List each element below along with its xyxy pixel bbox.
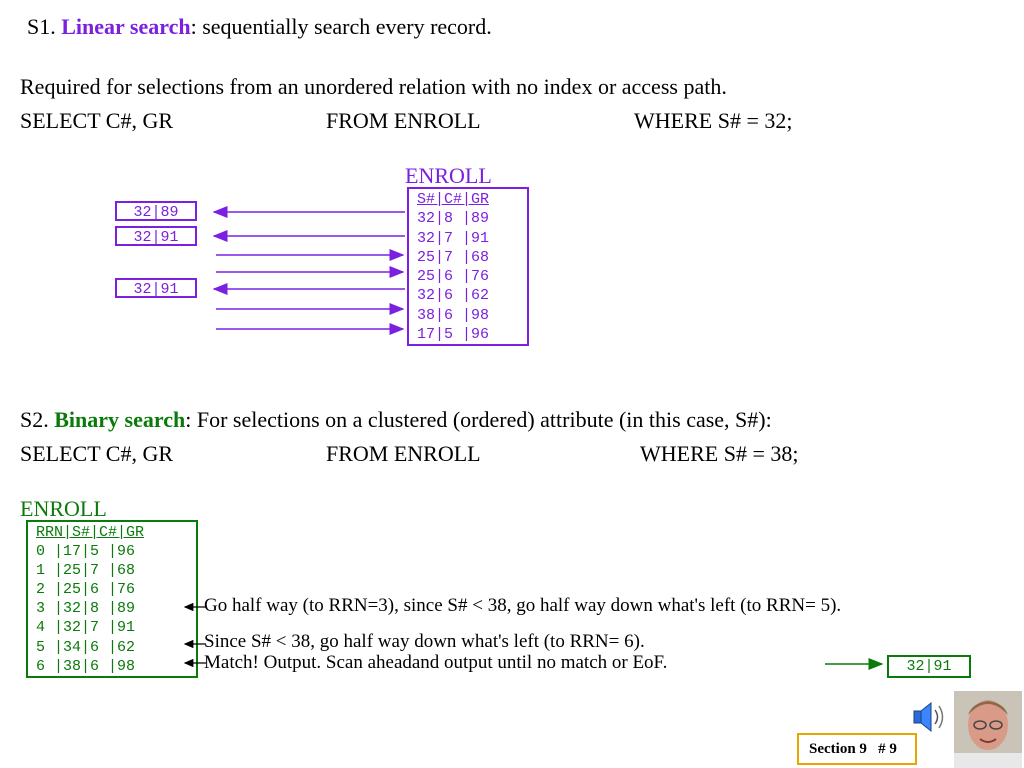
section-footer: Section 9 # 9 [797,733,917,765]
s1-rest: : sequentially search every record. [190,14,492,39]
s2-table-row: 0 |17|5 |96 [36,543,136,561]
s1-query-select: SELECT C#, GR [20,108,174,133]
s2-table-row: 1 |25|7 |68 [36,562,136,580]
s1-result-box: 32|91 [115,226,197,246]
s2-result-box: 32|91 [887,655,971,678]
s2-table-row: 6 |38|6 |98 [36,657,136,675]
s2-query-where: WHERE S# = 38; [640,441,799,466]
s1-query-from: FROM ENROLL [326,108,481,133]
s2-heading: S2. Binary search: For selections on a c… [20,407,772,433]
s2-table-row: 3 |32|8 |89 [36,600,136,618]
speaker-icon[interactable] [912,700,948,739]
s2-prefix: S2. [20,407,55,432]
s1-result-box: 32|89 [115,201,197,221]
s1-table-row: 32|8 |89 [417,210,490,228]
s1-result-box: 32|91 [115,278,197,298]
s2-note-step2: Since S# < 38, go half way down what's l… [204,631,645,652]
s2-table-row: 2 |25|6 |76 [36,581,136,599]
s2-note-step3: Match! Output. Scan aheadand output unti… [204,652,668,673]
s2-table-header: RRN|S#|C#|GR [36,524,145,541]
presenter-photo [954,691,1022,768]
s1-table-row: 32|7 |91 [417,229,490,247]
s2-note-step1: Go half way (to RRN=3), since S# < 38, g… [204,595,842,616]
s2-term: Binary search [54,407,186,432]
s2-rest: : For selections on a clustered (ordered… [185,407,772,432]
s1-enroll-table: S#|C#|GR 32|8 |89 32|7 |91 25|7 |68 25|6… [407,187,529,347]
section-label: Section 9 [809,741,867,757]
s1-heading: S1. Linear search: sequentially search e… [27,14,492,40]
s2-relation-name: ENROLL [20,496,107,521]
s2-table-row: 5 |34|6 |62 [36,638,136,656]
s1-relation-name: ENROLL [405,163,492,188]
s2-query-from: FROM ENROLL [326,441,481,466]
s1-table-row: 25|7 |68 [417,248,490,266]
s1-table-header: S#|C#|GR [417,191,490,208]
s1-table-row: 25|6 |76 [417,268,490,286]
s1-query-where: WHERE S# = 32; [634,108,793,133]
s1-requirement: Required for selections from an unordere… [20,74,727,99]
s2-table-row: 4 |32|7 |91 [36,619,136,637]
slide-number: # 9 [878,741,897,757]
s1-term: Linear search [61,14,191,39]
s2-enroll-table: RRN|S#|C#|GR 0 |17|5 |96 1 |25|7 |68 2 |… [26,520,198,678]
s1-prefix: S1. [27,14,62,39]
s1-table-row: 32|6 |62 [417,287,490,305]
s1-table-row: 17|5 |96 [417,326,490,344]
s1-table-row: 38|6 |98 [417,306,490,324]
s2-query-select: SELECT C#, GR [20,441,174,466]
